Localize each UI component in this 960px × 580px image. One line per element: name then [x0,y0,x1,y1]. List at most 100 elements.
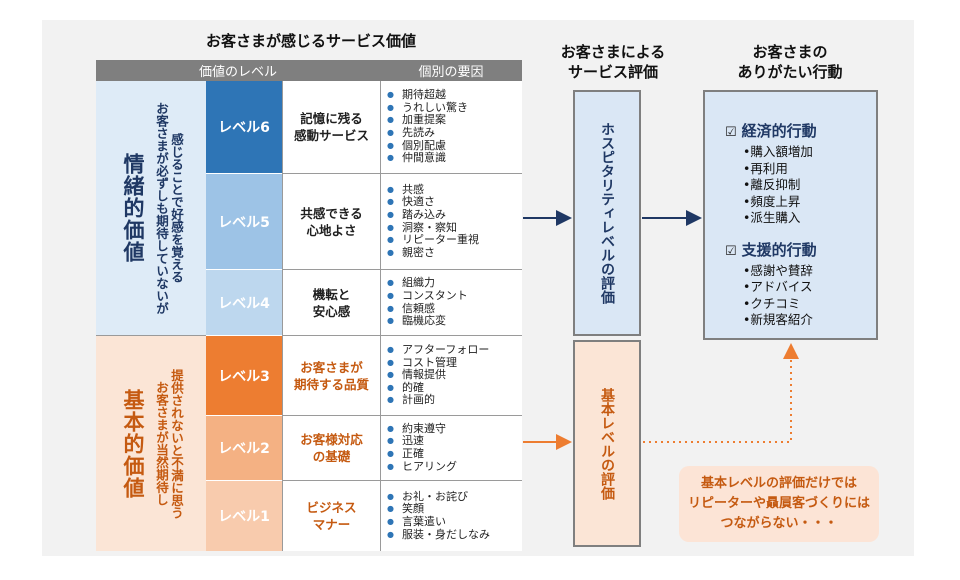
level-3-factors: アフターフォロー コスト管理 情報提供 的確 計画的 [380,336,522,416]
action-item: •クチコミ [743,295,801,311]
service-value-title: お客さまが感じるサービス価値 [205,32,416,50]
factor-item: コスト管理 [387,356,489,370]
factor-item: うれしい驚き [387,101,468,115]
level-3-desc-line1: お客さまが [300,359,363,375]
level-2-description: お客様対応の基礎 [282,416,380,481]
factor-item: 言葉遣い [387,515,490,529]
level-3-desc-line2: 期待する品質 [293,376,369,392]
action-item: •アドバイス [743,279,813,294]
action-item: •再利用 [743,160,788,176]
factor-item: 服装・身だしなみ [387,528,490,542]
evaluation-title: お客さまによる サービス評価 [548,42,678,82]
header-factors: 個別の要因 [380,60,522,81]
level-5-desc-line1: 共感できる [300,205,363,221]
basic-evaluation-box: 基本レベルの評価 [573,340,641,547]
basic-value-name: 基本的価値 [121,388,145,499]
factor-item: アフターフォロー [387,343,489,357]
level-1-desc-line1: ビジネス [306,500,357,515]
checkbox-icon: ☑ [725,243,737,259]
level-1-cell: レベル1 [206,481,282,551]
factor-item: 踏み込み [387,208,479,222]
action-item: •購入額増加 [743,144,813,159]
factor-item: 洞察・察知 [387,221,479,235]
factor-item: 臨機応変 [387,314,468,328]
factor-item: 迅速 [387,435,457,448]
basic-value-desc-line1: お客さまが当然期待し [154,381,169,506]
actions-title-line2: ありがたい行動 [737,63,843,81]
level-4-description: 機転と安心感 [282,270,380,336]
level-6-desc-line1: 記憶に残る [300,111,363,126]
factor-item: ヒアリング [387,460,457,474]
header-level: 価値のレベル [96,60,380,81]
action-item: •離反抑制 [743,177,801,192]
factor-item: 情報提供 [387,369,489,382]
level-2-desc-line2: の基礎 [312,449,351,464]
level-5-cell: レベル5 [206,174,282,270]
hospitality-evaluation-box: ホスピタリティレベルの評価 [573,90,641,336]
factor-item: 加重提案 [387,114,468,127]
action-item: •派生購入 [743,210,801,225]
level-4-desc-line1: 機転と [312,286,351,302]
level-4-cell: レベル4 [206,270,282,336]
note-line1: 基本レベルの評価だけでは [700,476,857,491]
level-2-desc-line1: お客様対応 [300,432,363,447]
factor-item: 約束遵守 [387,422,457,436]
factor-item: コンスタント [387,289,468,303]
customer-actions-box: ☑経済的行動 •購入額増加 •再利用 •離反抑制 •頻度上昇 •派生購入 ☑支援… [703,90,878,340]
level-6-factors: 期待超越 うれしい驚き 加重提案 先読み 個別配慮 仲間意識 [380,81,522,174]
supportive-actions-heading: ☑支援的行動 [705,239,876,260]
level-6-desc-line2: 感動サービス [293,128,369,143]
supportive-actions-title: 支援的行動 [741,240,817,259]
level-2-factors: 約束遵守 迅速 正確 ヒアリング [380,416,522,481]
factor-item: 個別配慮 [387,139,468,153]
level-5-factors: 共感 快適さ 踏み込み 洞察・察知 リピーター重視 親密さ [380,174,522,270]
emotional-value-desc-line1: お客さまが必ずしも期待していないが [154,101,169,315]
emotional-value-name: 情緒的価値 [121,153,145,263]
emotional-value-desc-line2: 感じることで好感を覚える [169,133,184,283]
factor-item: 的確 [387,381,489,395]
hospitality-evaluation-label: ホスピタリティレベルの評価 [599,122,615,304]
action-item: •頻度上昇 [743,193,801,209]
factor-item: お礼・お詫び [387,490,490,504]
basic-evaluation-label: 基本レベルの評価 [599,387,615,500]
note-line2: リピーターや贔屓客づくりには [687,496,870,511]
level-3-cell: レベル3 [206,336,282,416]
actions-title: お客さまの ありがたい行動 [700,42,880,82]
level-5-description: 共感できる心地よさ [282,174,380,270]
level-1-factors: お礼・お詫び 笑顔 言葉遣い 服装・身だしなみ [380,481,522,551]
level-2-cell: レベル2 [206,416,282,481]
level-4-factors: 組織力 コンスタント 信頼感 臨機応変 [380,270,522,336]
economic-actions-heading: ☑ 経済的行動 [705,120,876,141]
factor-item: リピーター重視 [387,233,479,247]
checkbox-icon: ☑ [725,125,737,140]
factor-item: 計画的 [387,394,489,407]
action-item: •感謝や賛辞 [743,262,813,278]
actions-title-line1: お客さまの [752,43,828,61]
economic-actions-title: 経済的行動 [741,122,817,140]
emotional-value-category: 情緒的価値 お客さまが必ずしも期待していないが 感じることで好感を覚える [96,81,206,336]
factor-item: 組織力 [387,277,468,290]
factor-item: 先読み [387,126,468,140]
note-line3: つながらない・・・ [720,516,838,531]
factor-item: 仲間意識 [387,152,468,165]
level-1-desc-line2: マナー [312,517,351,532]
factor-item: 親密さ [387,246,479,260]
level-1-description: ビジネスマナー [282,481,380,551]
basic-value-category: 基本的価値 お客さまが当然期待し 提供されないと不満に思う [96,336,206,551]
factor-item: 信頼感 [387,302,468,316]
level-6-description: 記憶に残る感動サービス [282,81,380,174]
factor-item: 共感 [387,183,479,197]
factor-item: 笑顔 [387,503,490,516]
factor-item: 正確 [387,447,457,461]
evaluation-title-line2: サービス評価 [567,63,658,81]
evaluation-title-line1: お客さまによる [560,43,666,61]
note-callout: 基本レベルの評価だけでは リピーターや贔屓客づくりには つながらない・・・ [679,466,879,542]
factor-item: 快適さ [387,196,479,209]
action-item: •新規客紹介 [743,312,813,327]
basic-value-desc-line2: 提供されないと不満に思う [169,368,184,519]
factor-item: 期待超越 [387,89,468,102]
level-6-cell: レベル6 [206,81,282,174]
level-5-desc-line2: 心地よさ [306,222,357,238]
level-4-desc-line2: 安心感 [312,303,351,319]
level-3-description: お客さまが期待する品質 [282,336,380,416]
